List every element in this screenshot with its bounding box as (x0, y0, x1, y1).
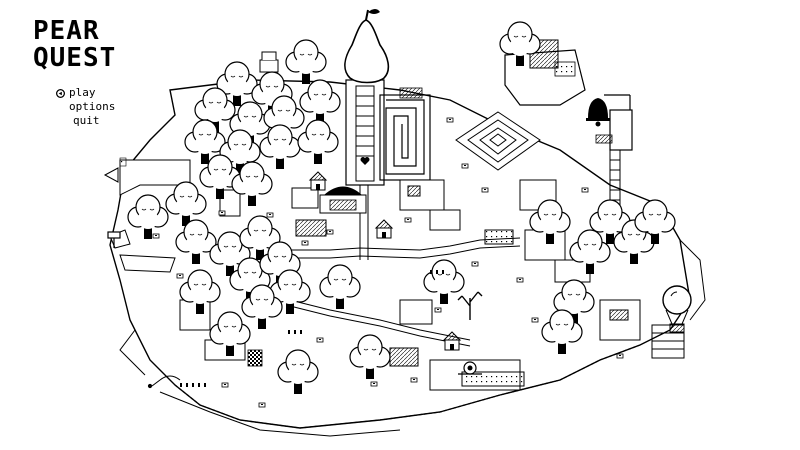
menu-item-options[interactable]: options (56, 100, 115, 114)
maze-sign (399, 87, 423, 99)
central-tower (345, 79, 385, 186)
fishing-rod (147, 375, 181, 389)
fence-posts (180, 270, 444, 387)
roads (280, 180, 521, 391)
menu-item-quit[interactable]: quit (56, 114, 115, 128)
pipes (179, 51, 641, 367)
game-title: PEAR QUEST (33, 18, 143, 72)
menu-item-quit-label: quit (73, 114, 100, 127)
bare-tree (457, 291, 483, 320)
signpost (107, 231, 121, 248)
menu-item-play-label: play (69, 86, 96, 99)
menu-item-play[interactable]: play (56, 86, 115, 100)
pyramid-temple (455, 111, 541, 171)
title-line-1: PEAR (33, 16, 100, 46)
checker-tile (247, 349, 263, 367)
title-line-2: QUEST (33, 43, 117, 73)
balloon-icon (662, 285, 692, 333)
domed-gate (319, 186, 367, 214)
bell-tower (595, 94, 633, 151)
snail (458, 361, 482, 375)
menu-item-options-label: options (69, 100, 116, 113)
bridge (461, 371, 525, 387)
bell-icon (586, 98, 610, 127)
pear-cursor-icon (56, 88, 65, 98)
giant-pear-icon (344, 9, 390, 84)
main-menu: play options quit (56, 86, 115, 128)
